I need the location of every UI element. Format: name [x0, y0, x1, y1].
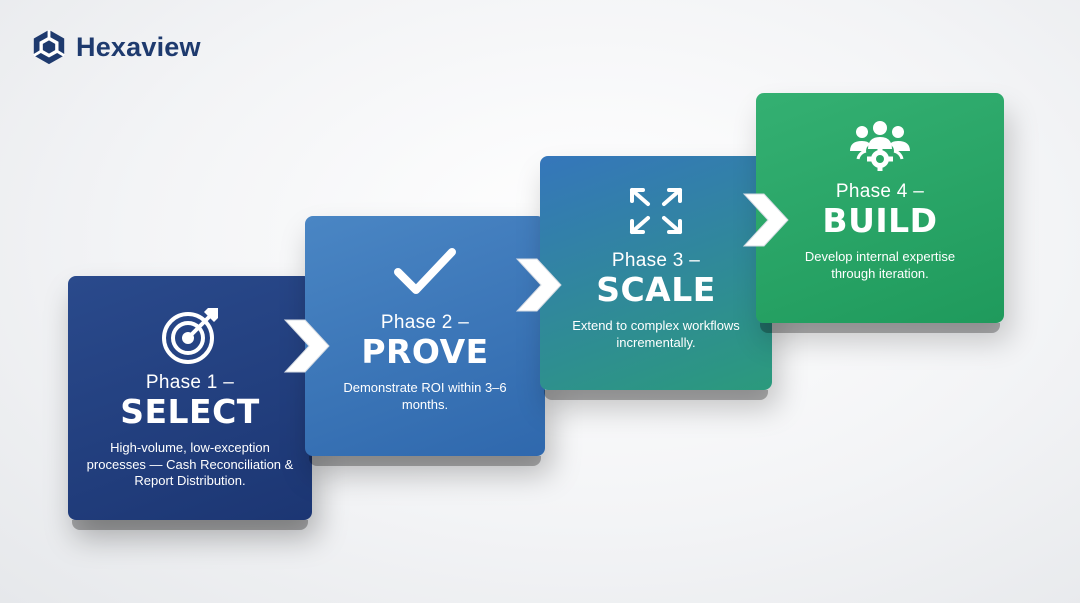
- chevron-right-icon: [283, 319, 330, 373]
- expand-icon: [630, 188, 682, 234]
- phase-4-name: BUILD: [822, 201, 938, 240]
- phase-4-description: Develop internal expertise through itera…: [804, 249, 956, 281]
- phase-2-block: Phase 2 – PROVE Demonstrate ROI within 3…: [305, 216, 545, 466]
- phase-2-label: Phase 2 –: [380, 312, 470, 333]
- phase-3-block: Phase 3 – SCALE Extend to complex workfl…: [540, 156, 772, 400]
- phase-3-name: SCALE: [596, 270, 716, 309]
- brand-logo: Hexaview: [30, 28, 201, 66]
- checkmark-icon: [394, 248, 456, 294]
- target-icon: [162, 308, 218, 364]
- brand-name: Hexaview: [76, 31, 201, 62]
- team-gear-icon: [850, 121, 910, 171]
- chevron-right-icon: [515, 258, 562, 312]
- phase-1-description: High-volume, low-exception processes — C…: [86, 440, 294, 488]
- phase-4-label: Phase 4 –: [835, 181, 925, 202]
- chevron-right-icon: [742, 193, 789, 247]
- phase-2-name: PROVE: [361, 332, 489, 371]
- hexagon-logo-icon: [33, 29, 65, 65]
- phase-1-block: Phase 1 – SELECT High-volume, low-except…: [68, 276, 312, 530]
- phase-1-label: Phase 1 –: [145, 372, 235, 393]
- phase-3-label: Phase 3 –: [611, 250, 701, 271]
- phase-4-block: Phase 4 – BUILD Develop internal experti…: [756, 93, 1004, 333]
- phase-2-description: Demonstrate ROI within 3–6 months.: [343, 380, 507, 412]
- phase-3-description: Extend to complex workflows incrementall…: [572, 318, 740, 350]
- phase-1-name: SELECT: [120, 392, 260, 431]
